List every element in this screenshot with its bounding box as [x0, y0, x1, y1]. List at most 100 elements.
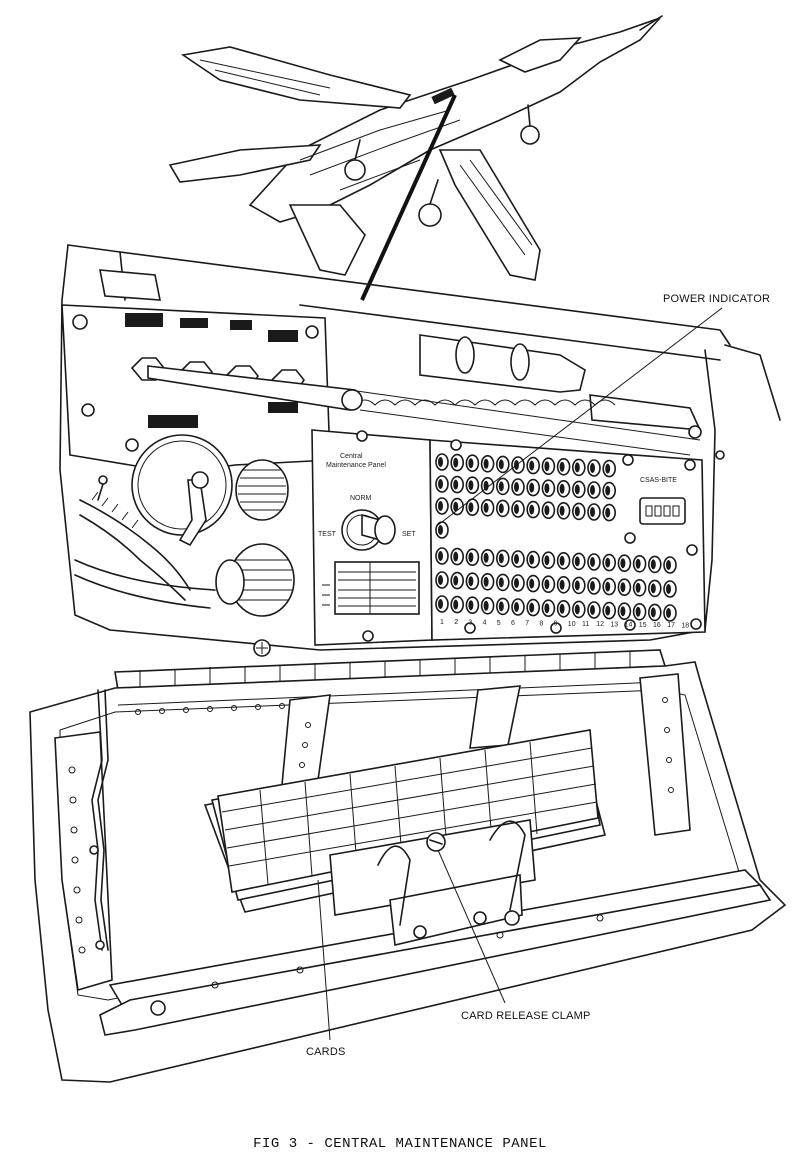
- csas-bite-label: CSAS-BITE: [640, 477, 677, 484]
- threaded-connector-lower: [215, 543, 295, 617]
- indicator-lamp-lens: [438, 599, 443, 609]
- indicator-lamp-lens: [590, 581, 595, 591]
- indicator-lamp-lens: [559, 461, 565, 472]
- indicator-lamp-lens: [529, 504, 535, 515]
- indicator-lamp-lens: [544, 555, 550, 566]
- indicator-lamp-lens: [650, 607, 656, 618]
- indicator-lamp-lens: [544, 483, 550, 494]
- indicator-lamp-lens: [635, 582, 641, 593]
- indicator-lamp-lens: [483, 576, 489, 587]
- indicator-lamp-lens: [590, 557, 595, 567]
- lamp-column-number: 3: [468, 619, 472, 626]
- indicator-lamp-lens: [468, 600, 474, 611]
- panel-title-line-1: Central: [340, 453, 363, 460]
- figure-caption: FIG 3 - CENTRAL MAINTENANCE PANEL: [253, 1136, 547, 1152]
- indicator-lamp-lens: [559, 483, 565, 494]
- lamp-column-number: 7: [525, 620, 529, 627]
- indicator-lamp-lens: [544, 603, 550, 614]
- cards-label: CARDS: [306, 1046, 346, 1058]
- indicator-lamp-lens: [438, 457, 443, 467]
- indicator-lamp-lens: [605, 581, 611, 592]
- indicator-lamp-lens: [453, 479, 459, 490]
- lamp-column-number: 1: [440, 619, 444, 626]
- indicator-lamp-lens: [438, 479, 443, 489]
- indicator-lamp-lens: [468, 502, 474, 513]
- mode-switch-panel: Central Maintenance Panel NORM TEST SET: [311, 429, 433, 646]
- indicator-lamp-lens: [514, 504, 519, 514]
- indicator-lamp-lens: [498, 601, 504, 612]
- card-release-clamp: [329, 819, 536, 946]
- indicator-lamp-lens: [529, 482, 535, 493]
- lamp-column-number: 17: [667, 622, 675, 629]
- indicator-lamp-lens: [666, 584, 671, 594]
- lamp-column-number: 6: [511, 620, 515, 627]
- lamp-column-number: 14: [625, 622, 633, 629]
- indicator-lamp-lens: [438, 525, 443, 535]
- power-indicator-leader: [437, 307, 723, 526]
- equipment-bay: [59, 244, 781, 651]
- indicator-lamp-lens: [590, 463, 595, 473]
- lamp-column-number: 13: [610, 621, 618, 628]
- lamp-column-number: 10: [568, 621, 576, 628]
- indicator-lamp-lens: [650, 559, 656, 570]
- indicator-lamp-lens: [605, 507, 611, 518]
- indicator-lamp-lens: [529, 578, 535, 589]
- indicator-lamp-lens: [453, 551, 459, 562]
- indicator-lamp-lens: [483, 458, 489, 469]
- indicator-lamp-lens: [514, 602, 519, 612]
- indicator-lamp-lens: [529, 554, 535, 565]
- indicator-lamp-lens: [650, 583, 656, 594]
- indicator-lamp-lens: [574, 556, 580, 567]
- indicator-lamp-lens: [468, 480, 474, 491]
- indicator-lamp-lens: [574, 604, 580, 615]
- indicator-lamp-lens: [605, 557, 611, 568]
- indicator-lamp-lens: [590, 605, 595, 615]
- indicator-lamp-lens: [468, 552, 474, 563]
- lamp-column-number: 12: [596, 621, 604, 628]
- toggle-switch-row: [130, 357, 363, 411]
- indicator-lamp-lens: [605, 463, 611, 474]
- indicator-lamp-lens: [438, 575, 443, 585]
- indicator-lamp-lens: [559, 505, 565, 516]
- power-indicator-label: POWER INDICATOR: [663, 293, 770, 305]
- indicator-lamp-lens: [574, 506, 580, 517]
- indicator-lamp-lens: [514, 554, 519, 564]
- indicator-lamp-lens: [620, 606, 626, 617]
- indicator-lamp-lens: [590, 507, 595, 517]
- indicator-lamp-lens: [544, 505, 550, 516]
- indicator-lamp-lens: [483, 480, 489, 491]
- lamp-column-number: 15: [639, 622, 647, 629]
- indicator-lamp-lens: [498, 481, 504, 492]
- cards-stack: [203, 729, 606, 913]
- indicator-lamp-lens: [574, 580, 580, 591]
- indicator-lamp-lens: [438, 501, 443, 511]
- indicator-lamp-lens: [620, 582, 626, 593]
- lamp-column-number: 18: [681, 622, 689, 629]
- panel-title-line-2: Maintenance Panel: [326, 462, 386, 469]
- indicator-lamp-lens: [529, 460, 535, 471]
- lamp-column-number: 11: [582, 621, 589, 628]
- card-release-clamp-label: CARD RELEASE CLAMP: [461, 1010, 591, 1022]
- set-label: SET: [402, 531, 416, 538]
- indicator-lamp-lens: [468, 458, 474, 469]
- indicator-lamp-lens: [453, 575, 459, 586]
- indicator-lamp-lens: [544, 461, 550, 472]
- lamp-column-number: 4: [483, 620, 487, 627]
- card-release-clamp-leader: [437, 849, 506, 1004]
- indicator-lamp-lens: [559, 579, 565, 590]
- indicator-lamp-lens: [438, 551, 443, 561]
- left-switch-panel: [61, 304, 363, 657]
- indicator-lamp-lens: [590, 485, 595, 495]
- indicator-lamp-lens: [514, 482, 519, 492]
- indicator-lamp-lens: [453, 457, 459, 468]
- indicator-lamp-lens: [483, 552, 489, 563]
- indicator-lamp-lens: [453, 599, 459, 610]
- frame-holes-left: [68, 766, 86, 954]
- indicator-lamp-lens: [666, 560, 671, 570]
- lamp-column-number: 8: [539, 620, 543, 627]
- indicator-lamp-lens: [498, 503, 504, 514]
- norm-label: NORM: [350, 495, 372, 502]
- indicator-lamp-lens: [544, 579, 550, 590]
